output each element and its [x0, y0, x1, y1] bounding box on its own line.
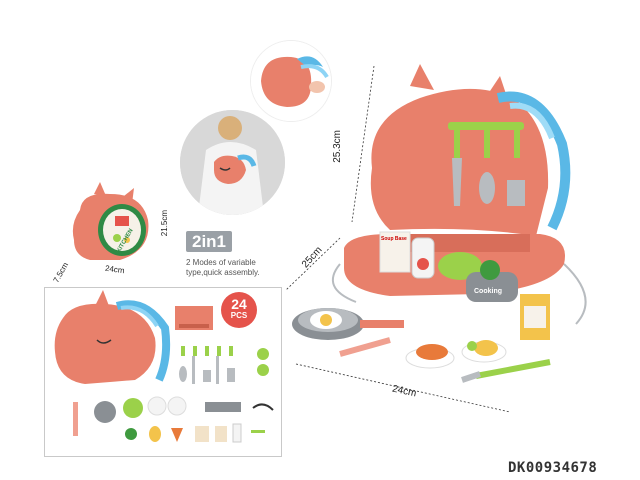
mode-info: 2in1 2 Modes of variable type,quick asse…	[186, 231, 276, 278]
product-height-label: 25.3cm	[332, 130, 343, 163]
mode-description: 2 Modes of variable type,quick assembly.	[186, 258, 260, 277]
contents-panel: 24 PCS	[44, 287, 282, 457]
soup-base-label: Soup Base	[381, 236, 407, 242]
product-main: Soup Base Cooking	[280, 58, 600, 398]
contents-illustration	[54, 290, 274, 443]
mode-title: 2in1	[186, 231, 233, 252]
package-illustration	[72, 182, 149, 260]
package-box: KITCHEN	[60, 180, 160, 270]
pieces-unit: PCS	[230, 311, 248, 320]
sku-code: DK00934678	[508, 460, 598, 476]
pieces-badge: 24 PCS	[221, 292, 257, 328]
pot-label: Cooking	[474, 288, 502, 295]
detail-photo-top	[250, 40, 332, 122]
pieces-count: 24	[231, 296, 247, 312]
girl-photo	[180, 110, 285, 215]
product-illustration	[292, 64, 587, 383]
